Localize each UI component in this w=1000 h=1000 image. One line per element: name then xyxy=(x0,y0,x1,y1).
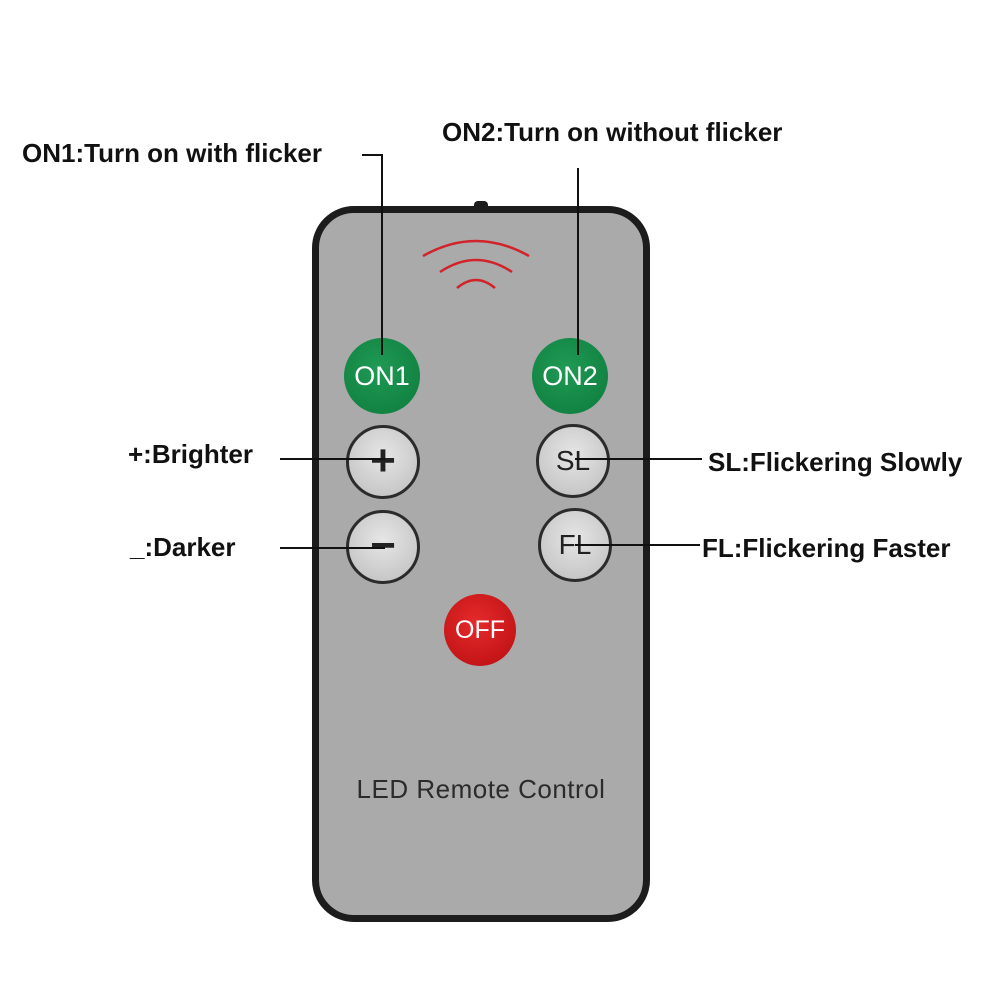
callout-brighter: +:Brighter xyxy=(128,439,253,469)
plus-icon: + xyxy=(370,435,396,485)
callout-darker: _:Darker xyxy=(130,532,236,562)
signal-waves-icon xyxy=(422,239,530,289)
callout-on2: ON2:Turn on without flicker xyxy=(442,117,783,147)
off-button[interactable]: OFF xyxy=(444,594,516,666)
on2-button[interactable]: ON2 xyxy=(532,338,608,414)
minus-icon: − xyxy=(370,520,396,570)
flicker-faster-button[interactable]: FL xyxy=(538,508,612,582)
on1-button-label: ON1 xyxy=(354,360,410,391)
fl-button-label: FL xyxy=(558,529,592,560)
on1-button[interactable]: ON1 xyxy=(344,338,420,414)
callout-flicker-slowly: SL:Flickering Slowly xyxy=(708,447,963,477)
darker-button[interactable]: − xyxy=(346,510,420,584)
callout-flicker-faster: FL:Flickering Faster xyxy=(702,533,951,563)
brighter-button[interactable]: + xyxy=(346,425,420,499)
remote-brand-text: LED Remote Control xyxy=(356,774,606,804)
callout-on1: ON1:Turn on with flicker xyxy=(22,138,322,168)
remote-top-nub xyxy=(474,201,488,208)
on2-button-label: ON2 xyxy=(542,360,598,391)
flicker-slowly-button[interactable]: SL xyxy=(536,424,610,498)
off-button-label: OFF xyxy=(455,615,505,644)
sl-button-label: SL xyxy=(555,445,591,476)
